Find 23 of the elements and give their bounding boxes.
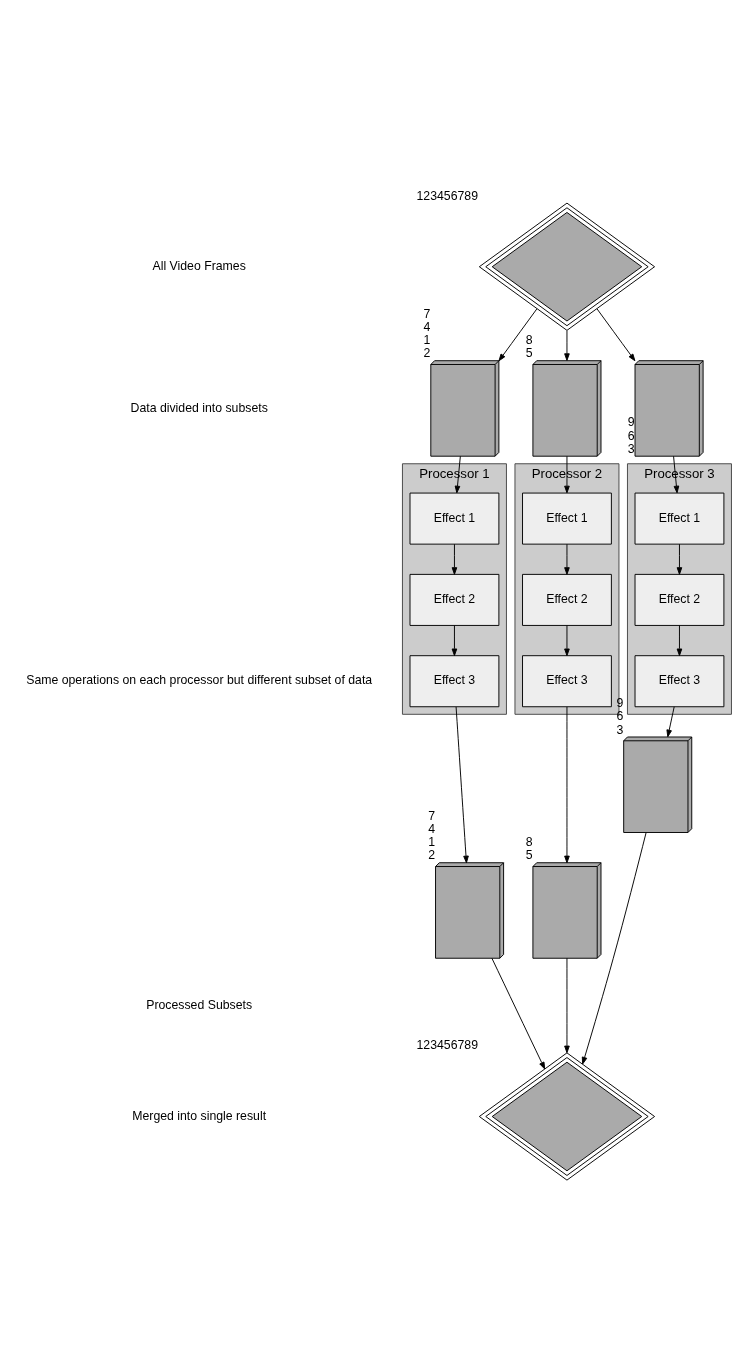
node-label: 7: [428, 808, 436, 823]
label: Processed Subsets: [146, 997, 253, 1012]
node-label: 5: [525, 847, 533, 862]
node-label: 4: [423, 319, 431, 334]
node-label: 3: [627, 441, 635, 456]
label: Merged into single result: [132, 1108, 267, 1123]
node-label: 123456789: [416, 188, 479, 203]
node-label: 2: [423, 345, 431, 360]
node-label: 2: [428, 847, 436, 862]
node-label: 9: [627, 414, 635, 429]
node-label: 5: [525, 345, 533, 360]
node-label: 1: [428, 834, 436, 849]
node-label: 1: [423, 332, 431, 347]
node-label: 7: [423, 306, 431, 321]
node-label: 3: [616, 722, 624, 737]
node-label: 123456789: [416, 1037, 479, 1052]
node-label: 8: [525, 834, 533, 849]
label: Same operations on each processor but different subset of data: [26, 672, 373, 687]
label: All Video Frames: [152, 258, 246, 273]
node-label: 6: [627, 428, 635, 443]
node-label: 4: [428, 821, 436, 836]
label: Data divided into subsets: [130, 400, 268, 415]
node-label: 8: [525, 332, 533, 347]
